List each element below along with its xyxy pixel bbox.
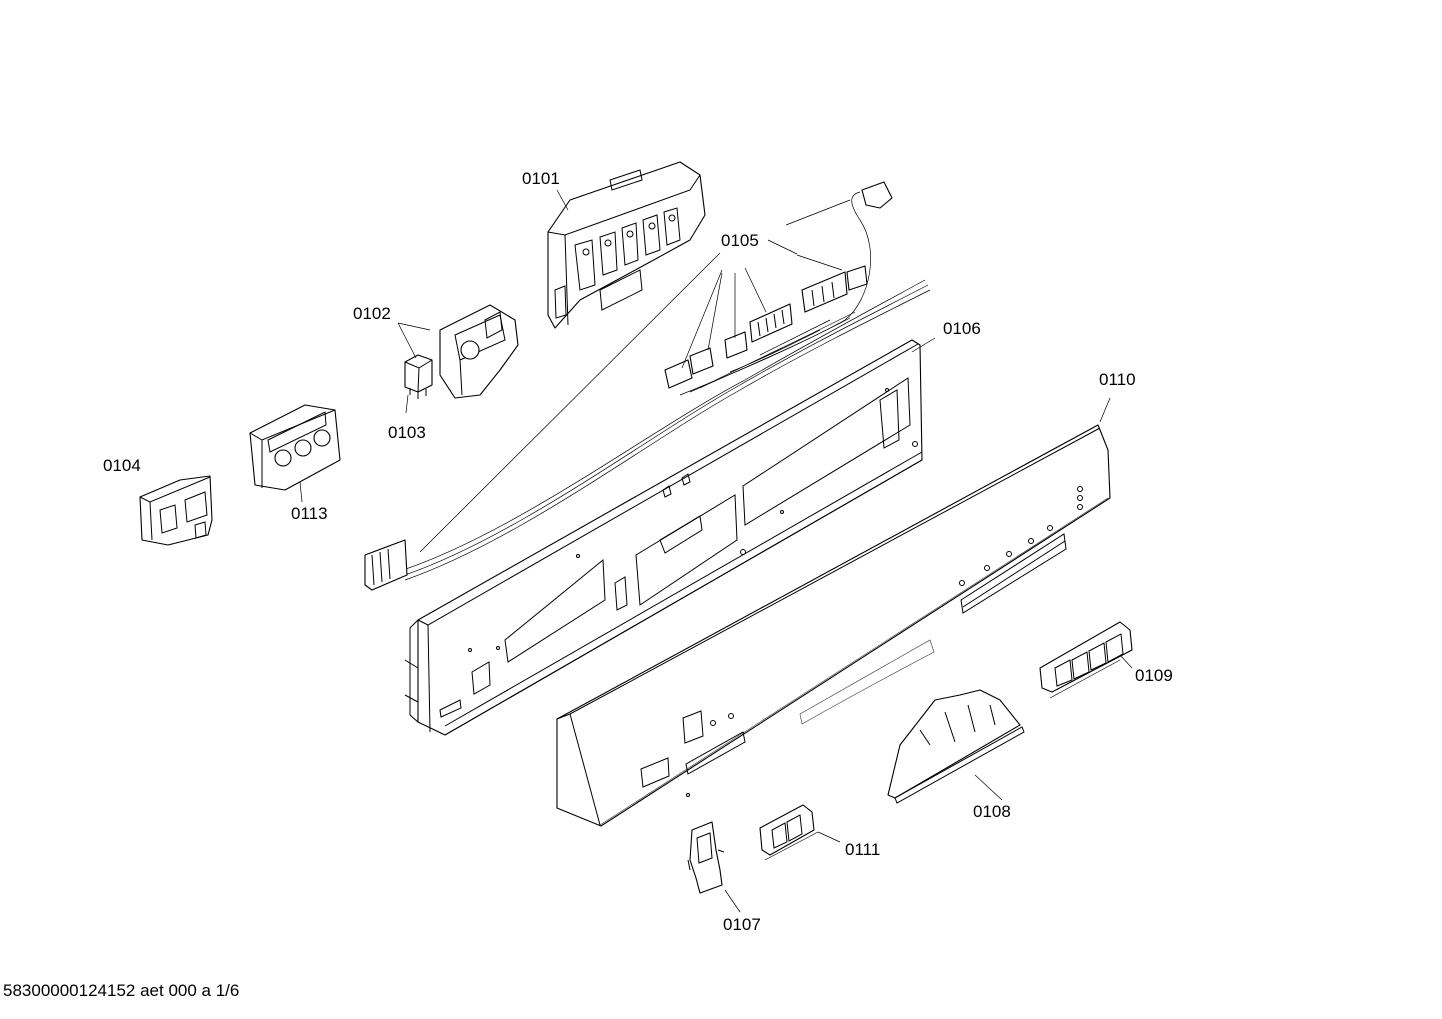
label-0108: 0108 (973, 802, 1011, 821)
part-0105-wiring-harness[interactable] (364, 181, 931, 591)
label-0109: 0109 (1135, 666, 1173, 685)
label-0103: 0103 (388, 423, 426, 442)
part-0113-selector-module[interactable] (249, 404, 341, 491)
label-0113: 0113 (291, 504, 328, 523)
part-0104-switch-unit[interactable] (139, 475, 213, 546)
part-0107-bracket[interactable] (687, 821, 725, 894)
label-0106: 0106 (943, 319, 981, 338)
label-0105: 0105 (721, 231, 759, 250)
label-0110: 0110 (1099, 370, 1136, 389)
part-0106-panel-frame[interactable] (404, 339, 923, 736)
drawing-reference-number: 58300000124152 aet 000 a 1/6 (3, 981, 240, 1000)
label-0101: 0101 (522, 169, 560, 188)
part-0111-button-strip[interactable] (759, 804, 815, 856)
leader-lines (299, 189, 1133, 913)
part-0103-relay[interactable] (404, 354, 433, 399)
label-0102: 0102 (353, 304, 391, 323)
part-0108-handle[interactable] (887, 689, 1025, 804)
part-0110-control-panel[interactable] (556, 424, 1111, 827)
label-0107: 0107 (723, 915, 761, 934)
part-0101-electronic-module[interactable] (547, 161, 706, 329)
label-0104: 0104 (103, 456, 141, 475)
label-0111: 0111 (845, 840, 881, 859)
part-0109-button-strip[interactable] (1039, 621, 1133, 693)
part-0102-switch-assembly[interactable] (439, 304, 519, 399)
